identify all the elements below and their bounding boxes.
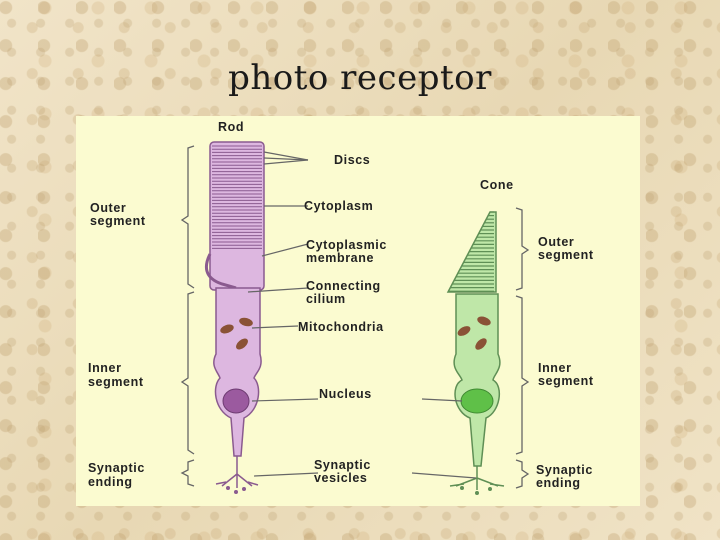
left-synaptic-ending-line2: ending — [88, 475, 133, 489]
left-outer-segment-line1: Outer — [90, 201, 126, 215]
left-synaptic-ending-line1: Synaptic — [88, 461, 145, 475]
rod-synaptic-ending — [215, 456, 259, 488]
mitochondria-label: Mitochondria — [298, 320, 384, 334]
right-synaptic-ending-line1: Synaptic — [536, 463, 593, 477]
connecting-cilium-line2: cilium — [306, 292, 346, 306]
right-outer-segment-line1: Outer — [538, 235, 574, 249]
right-braces — [515, 207, 530, 489]
leader-lines — [247, 151, 477, 479]
cone-label: Cone — [480, 178, 514, 192]
discs-label: Discs — [334, 153, 370, 167]
rod-cell — [204, 141, 265, 494]
cone-mitochondrion — [475, 338, 487, 350]
cytoplasm-label: Cytoplasm — [304, 199, 373, 213]
connecting-cilium-line1: Connecting — [306, 279, 381, 293]
rod-nucleus — [222, 388, 250, 414]
right-inner-segment-line2: segment — [538, 374, 594, 388]
cytoplasmic-membrane-line2: membrane — [306, 251, 374, 265]
right-inner-segment-line1: Inner — [538, 361, 572, 375]
slide-title: photo receptor — [228, 58, 492, 98]
left-braces — [180, 145, 195, 487]
rod-mitochondrion — [236, 338, 248, 350]
cone-synaptic-ending — [449, 466, 505, 490]
synaptic-vesicles-line1: Synaptic — [314, 458, 371, 472]
cone-mitochondrion — [477, 316, 491, 326]
cone-inner-segment — [453, 293, 501, 467]
rod-discs — [212, 145, 262, 249]
diagram-svg: Rod Cone Outer segment Inner segment Syn… — [88, 120, 594, 495]
right-outer-segment-line2: segment — [538, 248, 594, 262]
rod-inner-segment — [213, 287, 262, 457]
photoreceptor-diagram: Rod Cone Outer segment Inner segment Syn… — [76, 116, 640, 506]
left-inner-segment-line2: segment — [88, 375, 144, 389]
left-inner-segment-line1: Inner — [88, 361, 122, 375]
rod-mitochondrion — [239, 317, 253, 327]
cone-discs — [448, 211, 494, 292]
cone-cell — [446, 211, 505, 495]
cone-nucleus — [460, 388, 494, 414]
right-synaptic-ending-line2: ending — [536, 476, 581, 490]
rod-mitochondrion — [220, 324, 234, 334]
rod-connecting-cilium — [204, 253, 237, 290]
cone-mitochondrion — [457, 326, 471, 336]
nucleus-label: Nucleus — [319, 387, 372, 401]
synaptic-vesicles-line2: vesicles — [314, 471, 367, 485]
rod-label: Rod — [218, 120, 244, 134]
left-outer-segment-line2: segment — [90, 214, 146, 228]
cytoplasmic-membrane-line1: Cytoplasmic — [306, 238, 387, 252]
